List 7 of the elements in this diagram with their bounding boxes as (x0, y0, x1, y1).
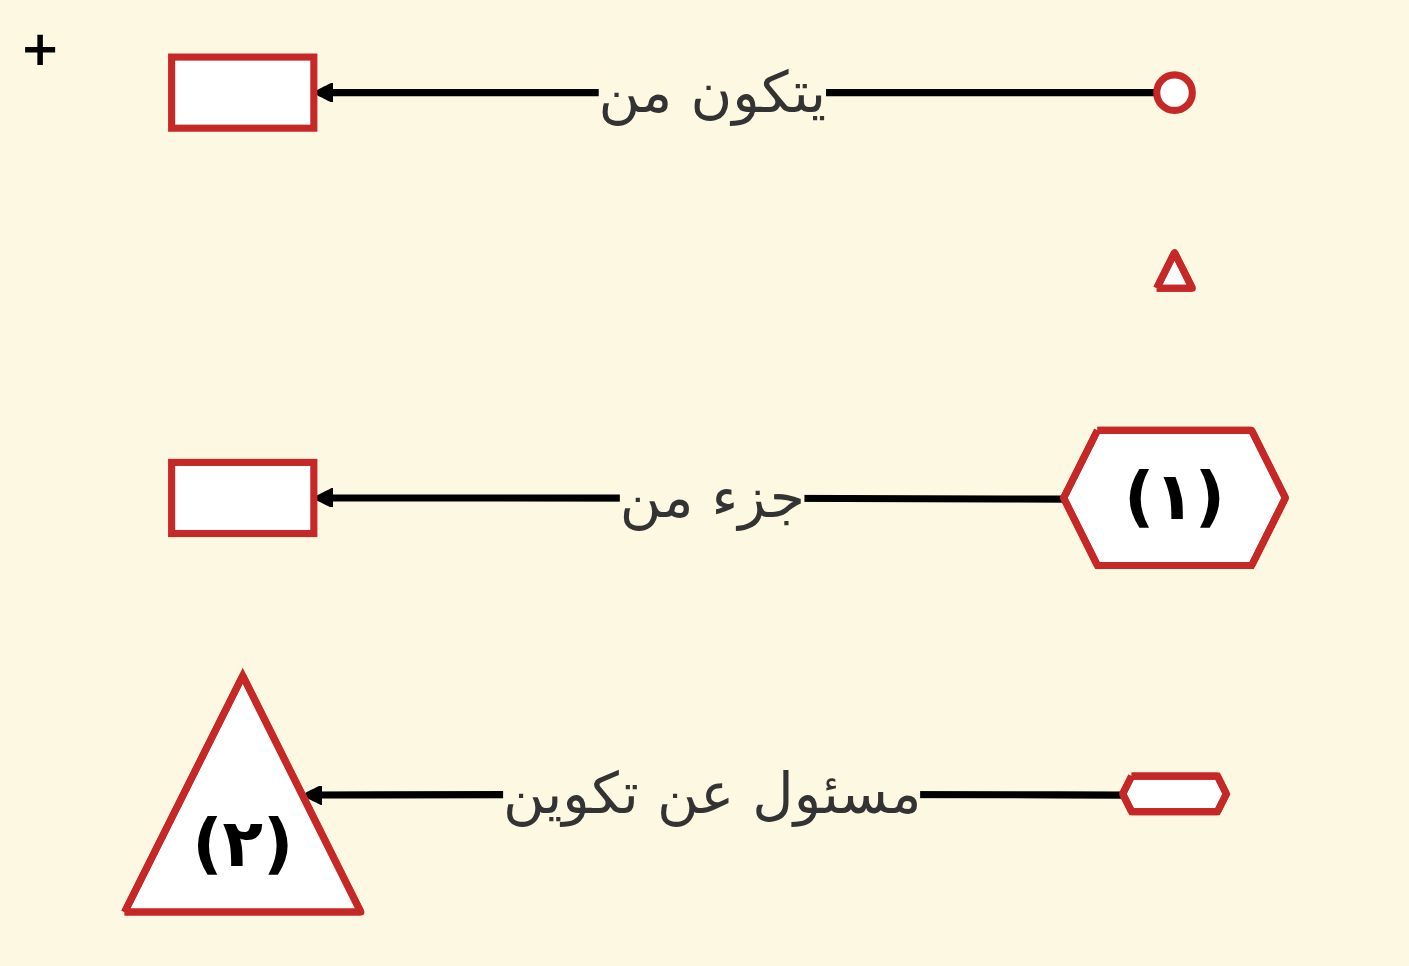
edge-label: جزء من (619, 464, 805, 532)
plus-sign: + (20, 20, 61, 76)
edge-label: مسئول عن تكوين (502, 760, 921, 828)
edge-label: يتكون من (598, 59, 826, 126)
node-box (167, 458, 317, 538)
node-box (167, 53, 317, 132)
node-circle (1152, 71, 1196, 114)
